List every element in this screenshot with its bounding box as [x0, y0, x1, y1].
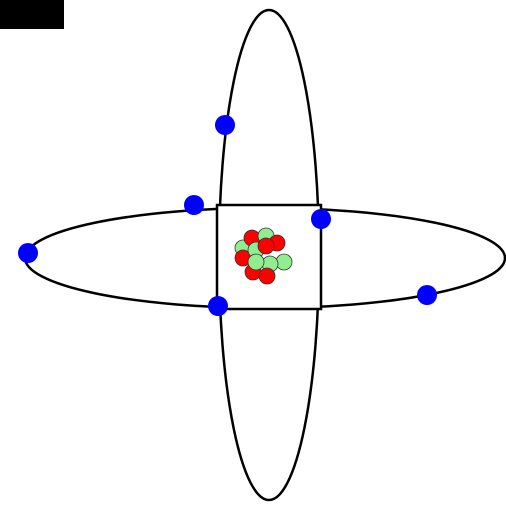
electron-3 — [311, 209, 331, 229]
electron-6 — [417, 285, 437, 305]
electron-2 — [184, 195, 204, 215]
neutron-12 — [248, 254, 264, 270]
proton-11 — [259, 268, 275, 284]
electron-1 — [215, 115, 235, 135]
neutron-8 — [276, 254, 292, 270]
proton-7 — [258, 238, 274, 254]
electron-5 — [208, 296, 228, 316]
electron-4 — [18, 243, 38, 263]
